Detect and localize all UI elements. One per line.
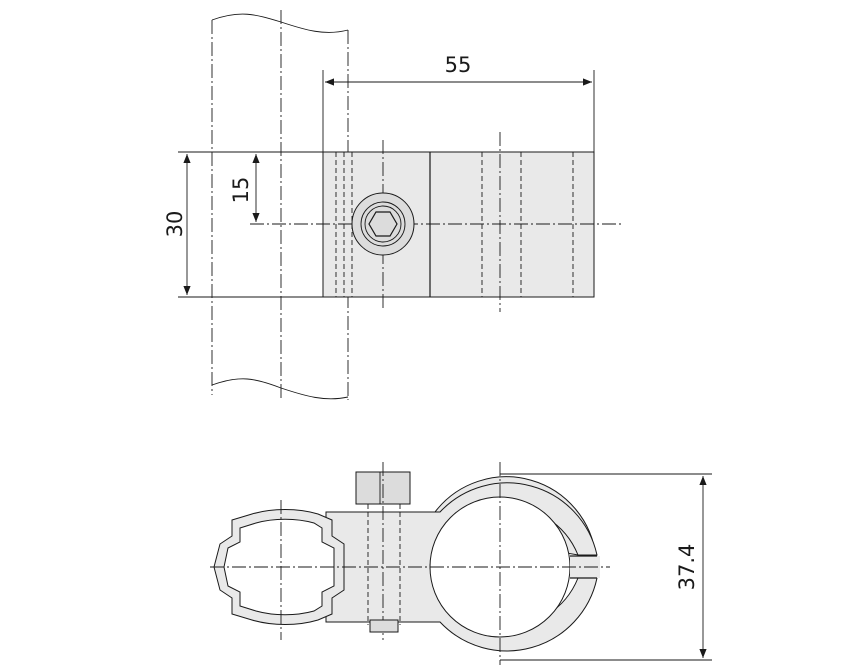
hex-screw-top (351, 192, 415, 256)
top-view: 55 30 15 (163, 10, 622, 400)
dimension-offset: 15 (229, 154, 260, 222)
dimension-height: 30 (163, 151, 323, 298)
hex-screw-front (355, 462, 411, 640)
dimension-width: 55 (322, 53, 595, 152)
dim-width-label: 55 (445, 53, 472, 77)
dim-diameter-label: 37.4 (675, 544, 699, 591)
dimension-diameter: 37.4 (500, 473, 712, 661)
dim-height-label: 30 (163, 211, 187, 238)
vertical-pipe-outline (211, 10, 349, 400)
clamp-body-top (250, 132, 622, 312)
front-view: 37.4 (210, 462, 712, 665)
dim-offset-label: 15 (229, 177, 253, 204)
